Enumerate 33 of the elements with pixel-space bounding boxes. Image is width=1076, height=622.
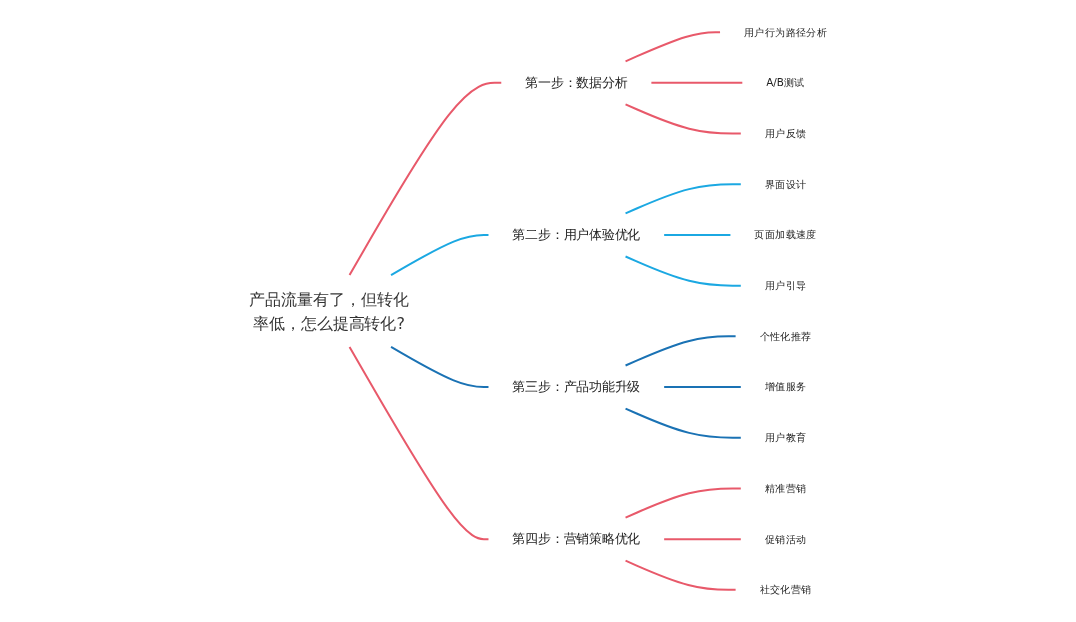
connector xyxy=(624,487,742,519)
node-text: 页面加载速度 xyxy=(754,228,817,241)
node-text: 用户行为路径分析 xyxy=(743,25,828,38)
connector xyxy=(624,31,722,63)
node-text: 促销活动 xyxy=(764,532,807,545)
connector xyxy=(663,233,732,236)
connector xyxy=(390,345,490,389)
connector xyxy=(624,335,737,367)
connector xyxy=(624,255,742,287)
node-text: 第三步：产品功能升级 xyxy=(512,379,641,395)
connector xyxy=(624,559,737,591)
node-text: 第一步：数据分析 xyxy=(525,74,628,91)
connector xyxy=(650,81,744,84)
node-text: 第四步：营销策略优化 xyxy=(512,531,641,547)
node-text: 用户反馈 xyxy=(764,127,807,140)
connector xyxy=(390,233,490,277)
node-text: 第二步：用户体验优化 xyxy=(512,226,641,243)
connector xyxy=(348,345,490,541)
connector xyxy=(624,407,742,439)
connector xyxy=(624,183,742,215)
node-text: 用户引导 xyxy=(764,279,807,292)
node-text: 增值服务 xyxy=(764,380,807,393)
node-text: 界面设计 xyxy=(764,178,807,191)
node-text: 产品流量有了，但转化率低，怎么提高转化? xyxy=(248,289,409,333)
node-text: 社交化营销 xyxy=(759,583,812,596)
node-text: 用户教育 xyxy=(764,431,807,444)
node-text: A/B测试 xyxy=(766,76,805,89)
connector xyxy=(348,81,503,277)
connector xyxy=(663,386,742,389)
connector xyxy=(663,538,742,541)
node-text: 个性化推荐 xyxy=(759,330,812,343)
connector xyxy=(624,103,742,135)
node-text: 精准营销 xyxy=(764,482,807,495)
